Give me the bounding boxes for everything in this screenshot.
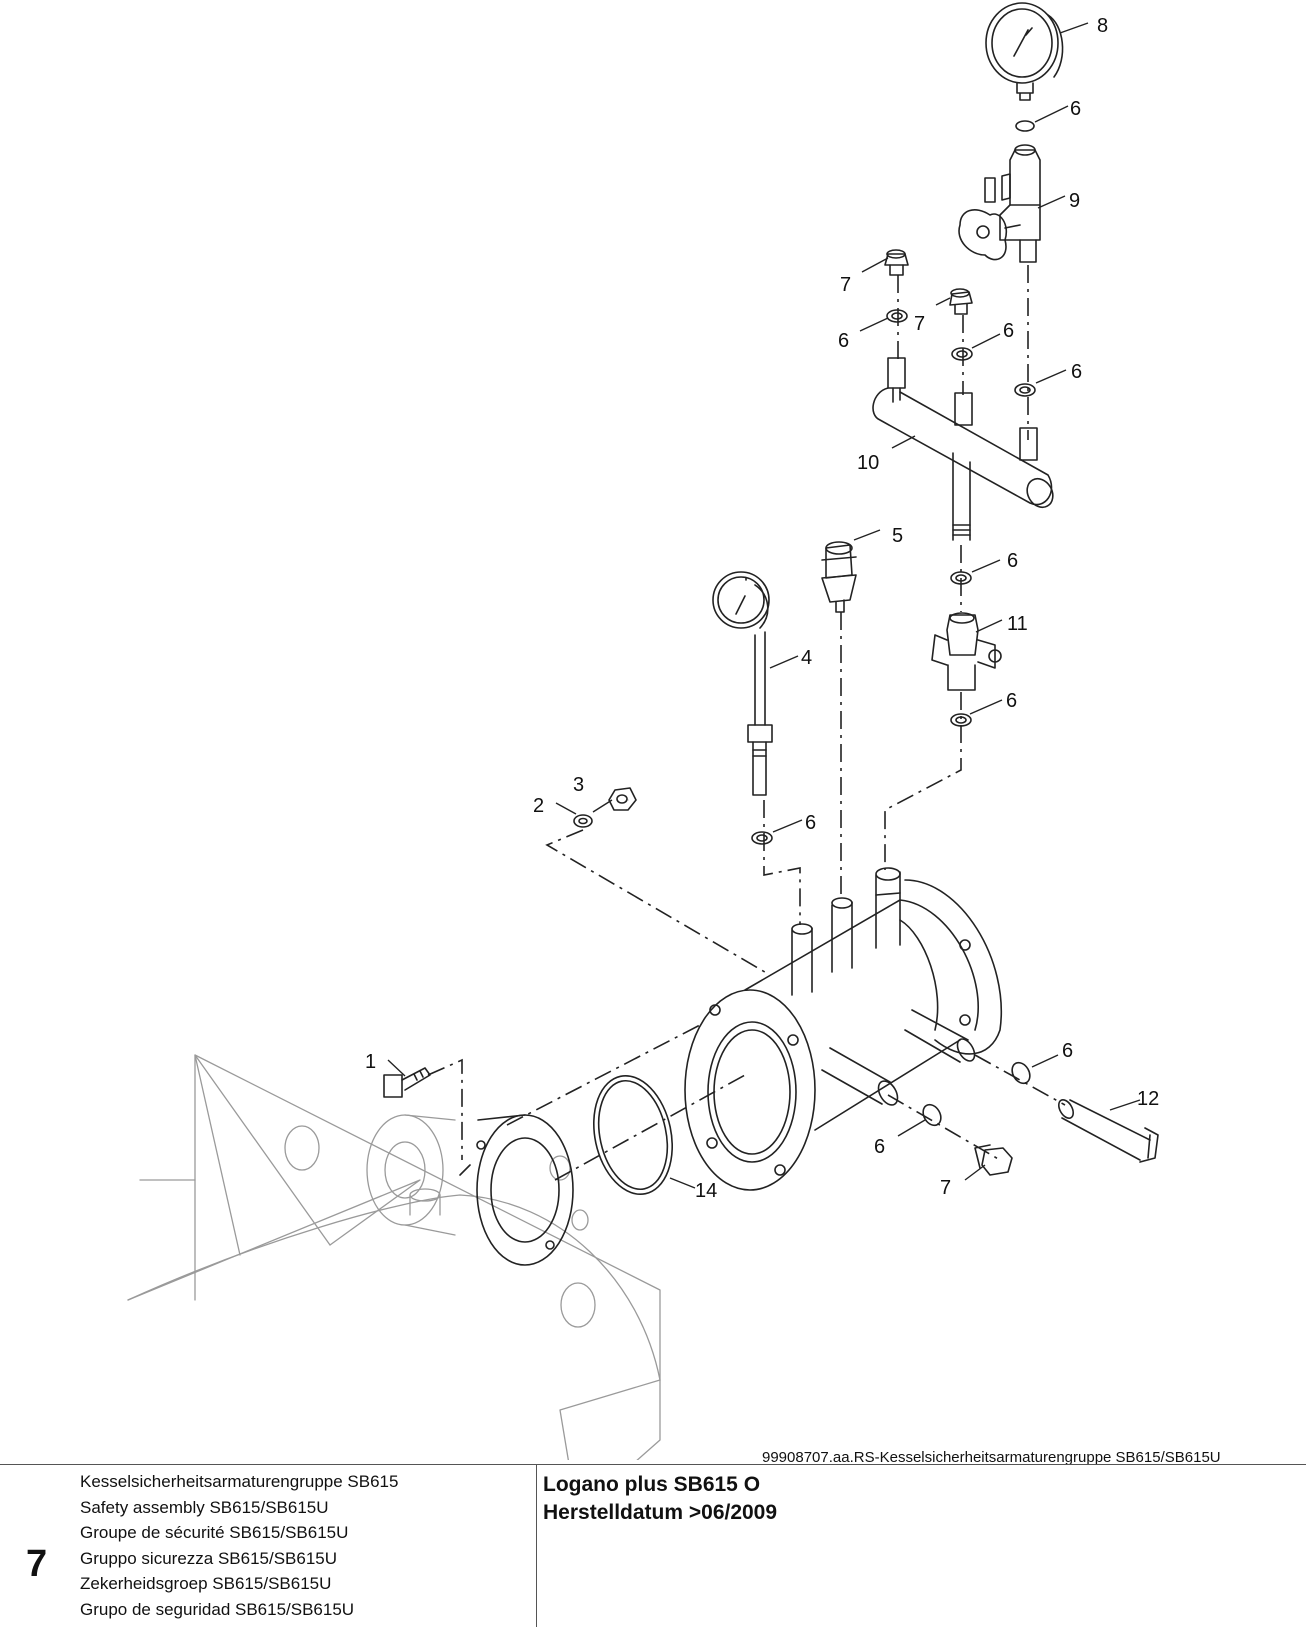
plug-7-lower — [974, 1144, 1013, 1176]
callout-7: 7 — [840, 274, 851, 296]
bolt-1 — [383, 1067, 431, 1098]
thermometer-4 — [712, 571, 773, 796]
callout-6: 6 — [838, 330, 849, 352]
callout-11: 11 — [1007, 613, 1028, 635]
callout-6: 6 — [1070, 98, 1081, 120]
assembly-lines — [427, 265, 1066, 1181]
callout-6: 6 — [1071, 361, 1082, 383]
callout-14: 14 — [695, 1180, 717, 1202]
gasket-14 — [592, 1074, 674, 1196]
callout-8: 8 — [1097, 15, 1108, 37]
title-en: Safety assembly SB615/SB615U — [80, 1497, 329, 1517]
sensor-well-12 — [1057, 1099, 1159, 1163]
product-name: Logano plus SB615 O — [543, 1473, 761, 1496]
washer-6-thermometer — [751, 831, 773, 845]
nut-3 — [608, 787, 637, 811]
manufacture-date: Herstelldatum >06/2009 — [543, 1501, 778, 1524]
washers-6-distributor — [886, 309, 1036, 397]
callout-labels: 8 6 9 7 6 7 6 6 10 5 6 11 4 6 3 2 6 1 6 … — [365, 15, 1159, 1202]
washer-6-lower — [950, 713, 972, 727]
callout-2: 2 — [533, 795, 544, 817]
valve-9 — [958, 144, 1041, 263]
product-info: Logano plus SB615 O Herstelldatum >06/20… — [543, 1471, 777, 1527]
callout-6: 6 — [1006, 690, 1017, 712]
callout-4: 4 — [801, 647, 812, 669]
multilingual-title-list: Kesselsicherheitsarmaturengruppe SB615 S… — [80, 1469, 398, 1622]
figure-caption: 99908707.aa.RS-Kesselsicherheitsarmature… — [762, 1449, 1221, 1466]
air-vent-5 — [821, 541, 857, 613]
title-nl: Zekerheidsgroep SB615/SB615U — [80, 1574, 332, 1593]
chapter-number: 7 — [26, 1543, 48, 1585]
washer-2 — [573, 814, 593, 828]
callout-7: 7 — [914, 313, 925, 335]
pressure-gauge-8 — [985, 2, 1064, 101]
leader-lines — [387, 22, 1141, 1189]
callout-6: 6 — [805, 812, 816, 834]
callout-5: 5 — [892, 525, 903, 547]
callout-6: 6 — [1062, 1040, 1073, 1062]
exploded-parts-diagram: 8 6 9 7 6 7 6 6 10 5 6 11 4 6 3 2 6 1 6 … — [127, 2, 1159, 1460]
safety-header-pipe — [684, 867, 1003, 1191]
callout-6: 6 — [1003, 320, 1014, 342]
footer: 7 Kesselsicherheitsarmaturengruppe SB615… — [0, 1464, 1306, 1627]
callout-7: 7 — [940, 1177, 951, 1199]
title-it: Gruppo sicurezza SB615/SB615U — [80, 1548, 338, 1568]
callout-3: 3 — [573, 774, 584, 796]
title-es: Grupo de seguridad SB615/SB615U — [80, 1599, 355, 1619]
boiler-body — [127, 1054, 661, 1460]
callout-9: 9 — [1069, 190, 1080, 212]
title-de: Kesselsicherheitsarmaturengruppe SB615 — [80, 1472, 399, 1491]
callout-6: 6 — [1007, 550, 1018, 572]
plug-7-upper-right — [949, 288, 973, 315]
callout-12: 12 — [1137, 1088, 1159, 1110]
callout-6: 6 — [874, 1136, 885, 1158]
o-ring-6-top — [1015, 120, 1035, 132]
cross-fitting-11 — [931, 612, 1002, 691]
distributor-10 — [872, 357, 1054, 541]
callout-10: 10 — [857, 452, 879, 474]
title-fr: Groupe de sécurité SB615/SB615U — [80, 1523, 349, 1542]
footer-divider — [536, 1465, 537, 1627]
callout-1: 1 — [365, 1051, 376, 1073]
boiler-nozzle-flange — [459, 1114, 574, 1266]
plug-7-upper-left — [884, 249, 909, 276]
washer-6-right-upper — [1011, 1061, 1031, 1085]
